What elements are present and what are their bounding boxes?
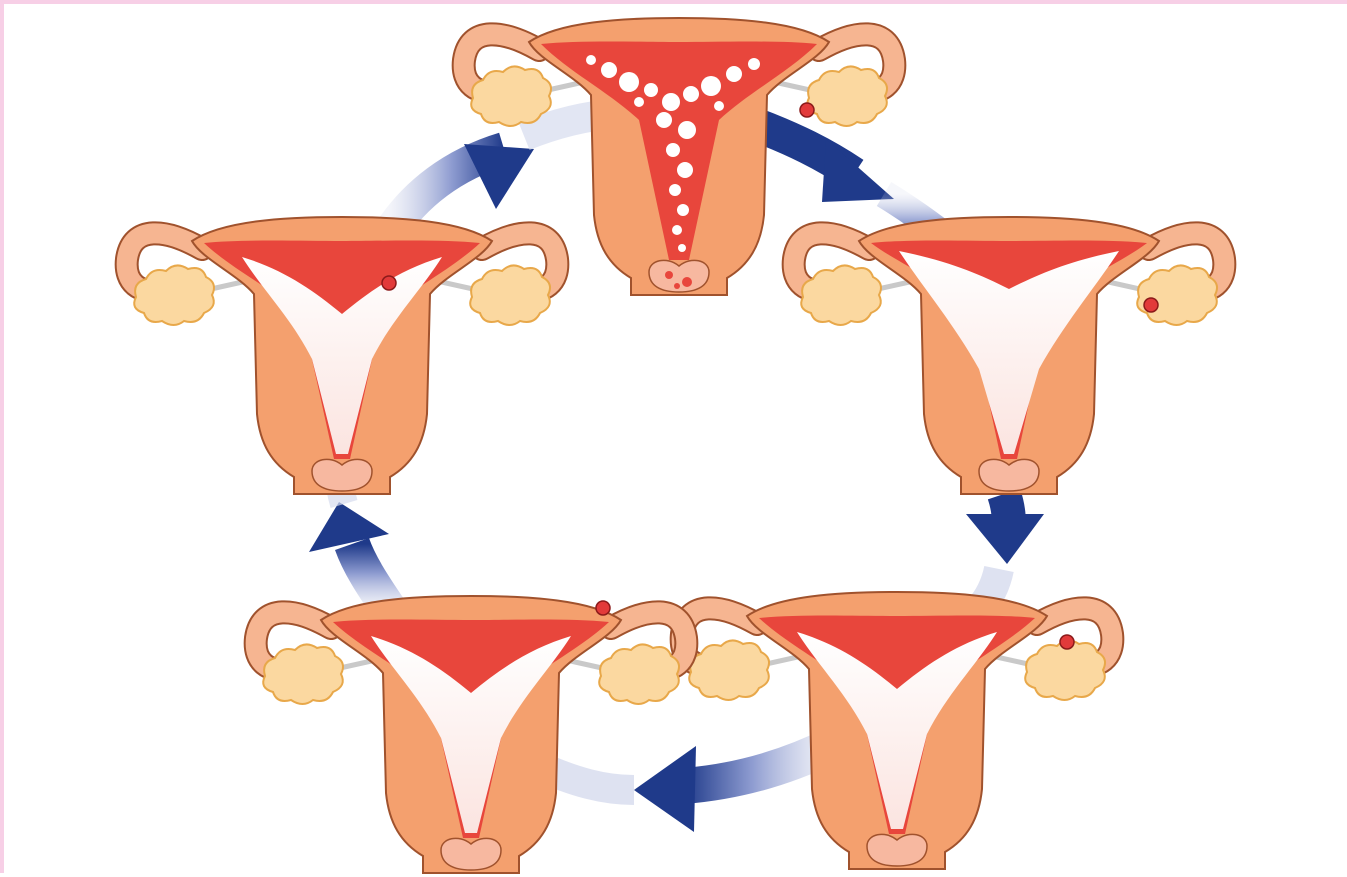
stage-lower-right — [682, 592, 1113, 869]
egg — [1144, 298, 1158, 312]
arrow-4-head — [634, 746, 696, 832]
egg — [596, 601, 610, 615]
stage-lower-left — [256, 596, 687, 873]
arrow-5 — [352, 544, 389, 609]
arrow-5-head — [309, 502, 389, 552]
egg — [382, 276, 396, 290]
arrow-3-head — [966, 514, 1044, 564]
cycle-diagram-svg — [4, 4, 1347, 877]
arrow-2-head — [822, 139, 894, 202]
stage-upper-left — [127, 217, 558, 494]
egg — [1060, 635, 1074, 649]
stage-upper-right — [794, 217, 1225, 494]
egg — [800, 103, 814, 117]
